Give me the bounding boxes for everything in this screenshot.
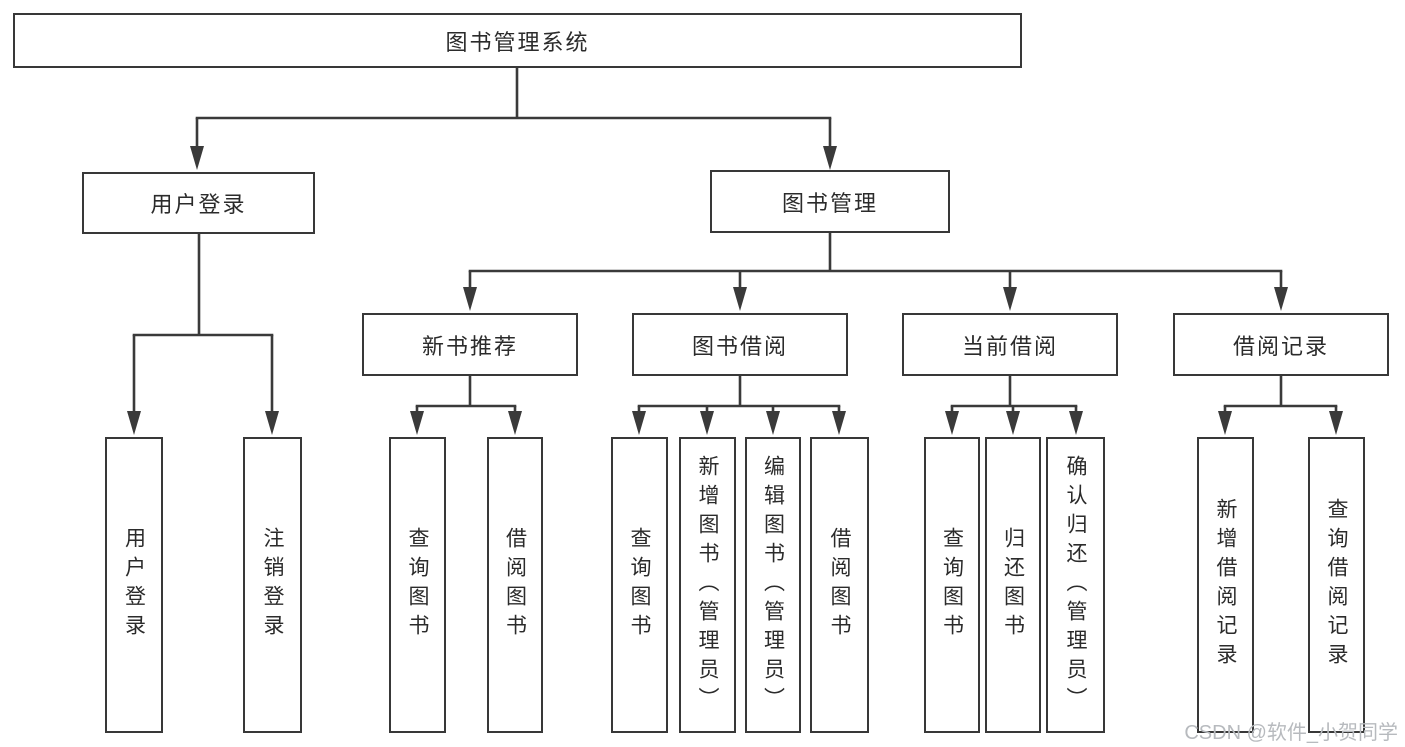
node-book-management: 图书管理 xyxy=(710,170,950,233)
leaf-query-books-current: 查询图书 xyxy=(924,437,980,733)
leaf-query-books-recommend-label: 查询图书 xyxy=(406,527,429,643)
leaf-edit-books-admin-label: 编辑图书（管理员） xyxy=(761,454,785,716)
leaf-query-books-current-label: 查询图书 xyxy=(940,527,964,643)
node-new-book-recommend: 新书推荐 xyxy=(362,313,578,376)
leaf-borrow-books-borrowing-label: 借阅图书 xyxy=(828,527,851,643)
leaf-edit-books-admin: 编辑图书（管理员） xyxy=(745,437,801,733)
leaf-return-books-label: 归还图书 xyxy=(1001,527,1025,643)
leaf-query-books-recommend: 查询图书 xyxy=(389,437,446,733)
leaf-query-books-borrowing-label: 查询图书 xyxy=(628,527,651,643)
leaf-query-borrow-record-label: 查询借阅记录 xyxy=(1325,498,1348,672)
leaf-query-borrow-record: 查询借阅记录 xyxy=(1308,437,1365,733)
node-book-management-label: 图书管理 xyxy=(781,190,878,216)
leaf-user-login: 用户登录 xyxy=(105,437,163,733)
leaf-confirm-return-admin: 确认归还（管理员） xyxy=(1046,437,1105,733)
leaf-add-books-admin-label: 新增图书（管理员） xyxy=(696,454,719,716)
arrowheads xyxy=(127,146,1343,435)
leaf-borrow-books-borrowing: 借阅图书 xyxy=(810,437,869,733)
leaf-return-books: 归还图书 xyxy=(985,437,1041,733)
leaf-confirm-return-admin-label: 确认归还（管理员） xyxy=(1064,454,1087,716)
node-borrowing-records: 借阅记录 xyxy=(1173,313,1389,376)
leaf-add-books-admin: 新增图书（管理员） xyxy=(679,437,736,733)
node-book-borrowing: 图书借阅 xyxy=(632,313,848,376)
node-new-book-recommend-label: 新书推荐 xyxy=(421,333,518,359)
node-current-borrowing-label: 当前借阅 xyxy=(961,333,1058,359)
node-current-borrowing: 当前借阅 xyxy=(902,313,1118,376)
leaf-add-borrow-record: 新增借阅记录 xyxy=(1197,437,1254,733)
watermark: CSDN @软件_小贺同学 xyxy=(1184,722,1398,744)
node-library-management-system: 图书管理系统 xyxy=(13,13,1022,68)
node-library-management-system-label: 图书管理系统 xyxy=(445,29,590,55)
leaf-query-books-borrowing: 查询图书 xyxy=(611,437,668,733)
leaf-borrow-books-recommend: 借阅图书 xyxy=(487,437,543,733)
node-user-login-label: 用户登录 xyxy=(150,192,247,217)
leaf-user-login-label: 用户登录 xyxy=(122,527,146,643)
node-borrowing-records-label: 借阅记录 xyxy=(1232,333,1329,359)
leaf-add-borrow-record-label: 新增借阅记录 xyxy=(1214,498,1237,672)
leaf-logout: 注销登录 xyxy=(243,437,302,733)
leaf-borrow-books-recommend-label: 借阅图书 xyxy=(503,527,527,643)
node-book-borrowing-label: 图书借阅 xyxy=(691,333,788,359)
leaf-logout-label: 注销登录 xyxy=(261,527,284,643)
node-user-login: 用户登录 xyxy=(82,172,315,234)
